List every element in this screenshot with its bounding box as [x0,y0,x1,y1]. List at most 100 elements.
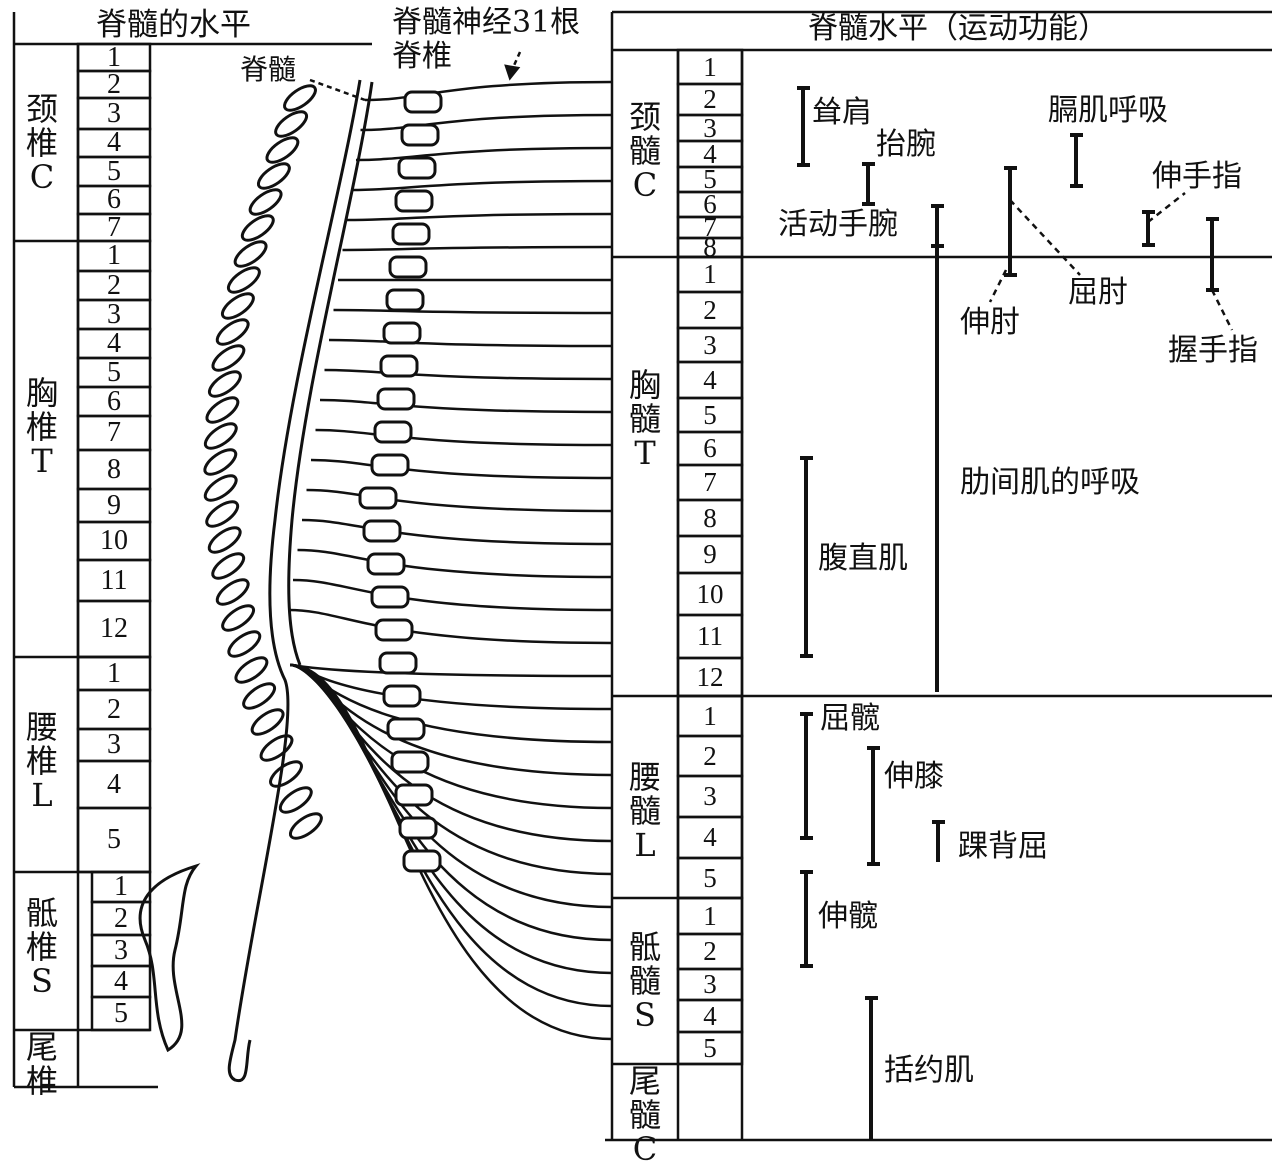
vertebra-body [376,387,416,411]
left-region-cervical: 颈 椎 C [25,90,58,196]
vertebra-arrowhead [504,64,521,81]
vertebra-oval [205,500,240,528]
left-region-thoracic: 胸 椎 T [25,374,58,480]
left-region-coccyx: 尾 椎 [25,1028,58,1100]
vertebra-oval [227,630,262,658]
left-segment-number: 1 [107,240,121,271]
vertebra-oval [250,708,285,736]
vertebra-oval [215,318,250,346]
label-ankle-dorsi: 踝背屈 [958,829,1048,864]
right-segment-number: 12 [696,662,724,692]
left-segment-number: 8 [107,454,121,485]
right-segment-number: 5 [703,1033,717,1063]
vertebra-body [378,651,418,675]
vertebra-oval [233,240,268,268]
vertebra-oval [265,136,300,164]
left-segment-number: 7 [107,417,121,448]
left-segment-number: 3 [107,299,121,330]
vertebra-oval [207,526,242,554]
vertebra-body [400,123,440,147]
spinal-nerve [310,458,613,480]
vertebra-oval [259,734,294,762]
left-segment-number: 2 [107,694,121,725]
left-segment-number: 5 [107,824,121,855]
function-pointers [988,192,1234,331]
vertebra-body [386,717,426,741]
label-raise-wrist: 抬腕 [876,127,936,162]
right-region-cervical: 颈 髓 C [628,98,661,204]
vertebra-body [379,354,419,378]
vertebra-body [398,816,438,840]
vertebra-oval [226,266,261,294]
spinal-nerve [288,608,613,645]
spinal-nerve [306,488,613,513]
vertebra-oval [283,84,317,112]
spinal-nerve [333,308,613,315]
left-segment-number: 1 [114,871,128,902]
label-sphincter: 括约肌 [884,1053,974,1088]
vertebra-oval [269,760,303,788]
right-segment-number: 1 [703,52,717,82]
left-segment-number: 2 [114,903,128,934]
vertebra-pointer [510,51,522,71]
left-segment-number: 4 [107,328,121,359]
right-segment-number: 10 [696,579,724,609]
left-segment-number: 5 [107,357,121,388]
spinal-nerve [289,663,613,810]
left-segment-number: 4 [114,966,128,997]
vertebra-body [394,189,434,213]
spinal-nerve [289,663,613,1008]
label-elbow-flex: 屈肘 [1068,275,1128,310]
right-vertebra-bodies [358,90,443,873]
right-segment-number: 5 [703,400,717,430]
left-region-sacral: 骶 椎 S [25,894,58,1000]
left-segment-number: 3 [107,729,121,760]
right-segment-number: 3 [703,113,717,143]
spinal-nerve [346,212,613,222]
vertebra-body [390,750,430,774]
vertebra-oval [256,162,291,190]
left-segment-number: 12 [100,613,128,644]
left-segment-number: 4 [107,127,121,158]
label-intercostal: 肋间肌的呼吸 [960,465,1140,500]
right-segment-cells [676,48,744,1066]
right-segment-number: 3 [703,330,717,360]
vertebra-body [385,288,425,312]
vertebra-body [366,552,406,576]
vertebra-oval [288,812,323,840]
right-segment-number: 4 [703,822,717,852]
vertebra-label: 脊椎 [392,39,452,74]
label-wrist-move: 活动手腕 [778,207,898,242]
vertebra-oval [207,370,242,398]
vertebra-body [370,585,410,609]
left-vertebra-ovals [203,84,323,840]
vertebra-oval [234,656,269,684]
right-segment-number: 6 [703,433,717,463]
vertebra-body [391,222,431,246]
right-segment-number: 2 [703,936,717,966]
spinal-nerve [319,398,613,414]
spinal-nerves [288,80,613,1041]
vertebra-oval [221,604,256,632]
left-region-lumbar: 腰 椎 L [25,708,58,814]
right-region-coccyx: 尾 髓 C [628,1062,661,1168]
spinal-nerve [297,548,613,579]
vertebra-body [374,618,414,642]
spinal-nerve [301,518,613,546]
right-segment-number: 7 [703,467,717,497]
label-hip-flex: 屈髋 [820,701,880,736]
label-rectus: 腹直肌 [818,541,908,576]
right-segment-number: 6 [703,189,717,219]
right-header: 脊髓水平（运动功能） [808,11,1108,46]
spinal-nerve [289,663,613,843]
right-segment-number: 4 [703,365,717,395]
left-segment-number: 7 [107,212,121,243]
label-finger-extend: 伸手指 [1152,159,1242,194]
label-shrug: 耸肩 [812,95,872,130]
left-segment-number: 10 [100,525,128,556]
left-segment-number: 9 [107,490,121,521]
left-segment-number: 1 [107,658,121,689]
label-diaphragm: 膈肌呼吸 [1048,93,1168,128]
right-region-sacral: 骶 髓 S [628,928,661,1034]
label-hip-extend: 伸髋 [818,899,878,934]
